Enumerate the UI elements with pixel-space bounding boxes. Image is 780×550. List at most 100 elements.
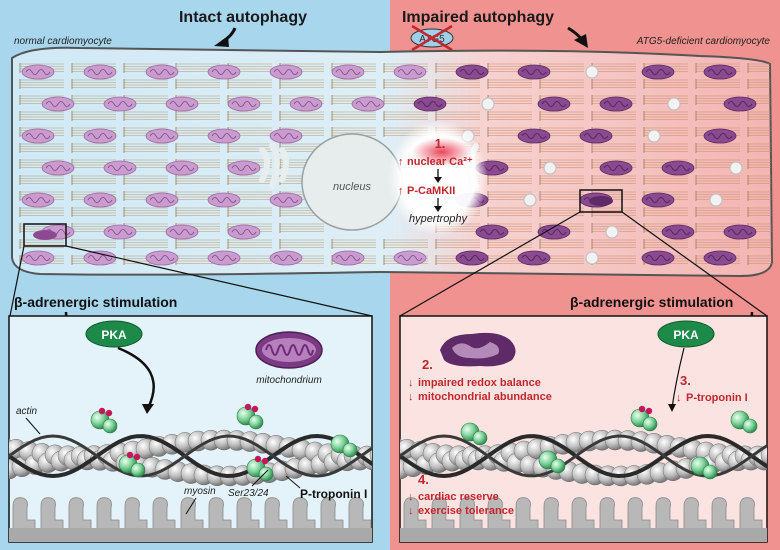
mitochondrion xyxy=(145,128,179,144)
autophagic-vesicle xyxy=(605,225,619,239)
actin-monomer xyxy=(369,448,372,462)
myofibril xyxy=(695,239,740,249)
left-pka xyxy=(85,320,143,348)
mitochondrion xyxy=(21,64,55,80)
mitochondrium-label: mitochondrium xyxy=(256,375,322,386)
myofibril xyxy=(747,175,772,185)
myofibril xyxy=(747,143,772,153)
zoom-box-right xyxy=(579,189,623,213)
mitochondrion xyxy=(207,128,241,144)
autophagic-vesicle xyxy=(523,193,537,207)
mitochondrion xyxy=(269,192,303,208)
mitochondrion xyxy=(21,128,55,144)
mitochondrion xyxy=(41,96,75,112)
atg5-blocked-badge: ATG5 xyxy=(410,24,454,52)
mitochondrion xyxy=(393,64,427,80)
myofibril xyxy=(539,111,584,121)
myofibril xyxy=(487,79,532,89)
mitochondrion xyxy=(145,64,179,80)
myofibril xyxy=(747,207,772,217)
myofibril xyxy=(539,143,584,153)
phospho-site xyxy=(133,453,141,461)
phospho-site xyxy=(261,457,269,465)
mitochondrion xyxy=(103,224,137,240)
step4-line2: exercise tolerance xyxy=(418,505,514,517)
mitochondrion xyxy=(83,128,117,144)
myofibril xyxy=(643,95,688,105)
mitochondrion xyxy=(537,96,571,112)
myofibril xyxy=(695,95,740,105)
mitochondrion xyxy=(207,250,241,266)
autophagic-vesicle xyxy=(585,65,599,79)
mitochondrion xyxy=(21,250,55,266)
mitochondrion xyxy=(165,160,199,176)
mitochondrion xyxy=(145,192,179,208)
mitochondrion xyxy=(83,192,117,208)
myofibril xyxy=(19,239,64,249)
mitochondrion xyxy=(21,192,55,208)
myofibril xyxy=(71,111,116,121)
myofibril xyxy=(591,79,636,89)
mitochondrion xyxy=(517,128,551,144)
troponin-complex xyxy=(630,405,658,432)
left-target-label: P-troponin I xyxy=(300,487,367,501)
mitochondrion xyxy=(227,224,261,240)
mitochondrion xyxy=(269,128,303,144)
myofibril xyxy=(123,111,168,121)
step2-number: 2. xyxy=(422,357,433,372)
myofibril xyxy=(19,111,64,121)
myofibril xyxy=(591,239,636,249)
myofibril xyxy=(123,207,168,217)
myofibril xyxy=(487,207,532,217)
autophagic-vesicle xyxy=(709,193,723,207)
myofibril xyxy=(71,207,116,217)
myofibril xyxy=(71,175,116,185)
myofibril xyxy=(279,111,324,121)
right-cell-label: ATG5-deficient cardiomyocyte xyxy=(636,36,771,47)
myofibril xyxy=(643,111,688,121)
myofibril xyxy=(539,175,584,185)
tropomyosin-strand xyxy=(9,433,372,479)
mitochondrion xyxy=(207,64,241,80)
mitochondrion xyxy=(703,250,737,266)
autophagic-vesicle xyxy=(647,129,661,143)
mitochondrion xyxy=(331,250,365,266)
myosin-label: myosin xyxy=(184,486,216,497)
myofibril xyxy=(695,207,740,217)
myosin-filament xyxy=(9,528,372,542)
phospho-site xyxy=(638,405,646,413)
troponin-complex xyxy=(90,407,118,434)
myofibril xyxy=(383,239,428,249)
step2-line2: mitochondrial abundance xyxy=(418,391,552,403)
phospho-site xyxy=(645,407,653,415)
myofibril xyxy=(227,79,272,89)
mitochondrion xyxy=(351,96,385,112)
actin-label: actin xyxy=(16,406,38,417)
mitochondrion xyxy=(103,96,137,112)
left-cell-label: normal cardiomyocyte xyxy=(14,36,112,47)
mitochondrion xyxy=(723,96,757,112)
myofibril xyxy=(487,111,532,121)
site-label: Ser23/24 xyxy=(228,488,269,499)
myofibril xyxy=(331,239,376,249)
myofibril xyxy=(747,191,772,201)
myofibril xyxy=(747,111,772,121)
mitochondrium-icon xyxy=(255,331,323,369)
myofibril xyxy=(539,191,584,201)
myofibril xyxy=(695,79,740,89)
mitochondrion xyxy=(641,192,675,208)
myofibril xyxy=(19,207,64,217)
mitochondrion xyxy=(475,224,509,240)
mitochondrion xyxy=(41,160,75,176)
left-pka-label: PKA xyxy=(101,328,127,342)
myofibril xyxy=(383,111,428,121)
myofibril xyxy=(695,111,740,121)
tropomyosin-strand xyxy=(400,433,767,479)
mitochondrion xyxy=(703,128,737,144)
myofibril xyxy=(747,63,772,73)
myofibril xyxy=(71,143,116,153)
svg-text:↓: ↓ xyxy=(676,392,682,404)
step1-line2: P-CaMKII xyxy=(407,185,455,197)
troponin-complex xyxy=(460,422,488,446)
